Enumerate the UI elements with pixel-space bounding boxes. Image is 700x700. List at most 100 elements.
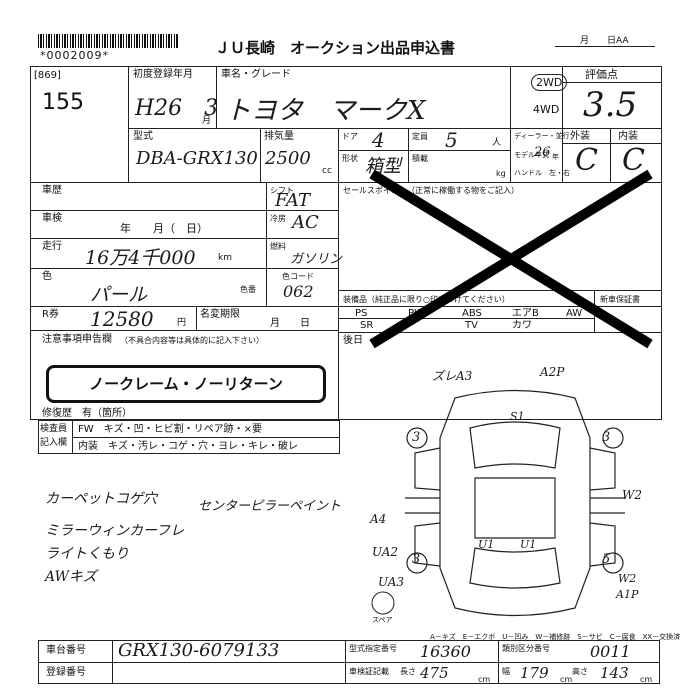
repair-label: 修復歴 有（箇所） <box>42 408 132 419</box>
interior-label: 内装 <box>618 131 638 142</box>
notes-sublabel: （不具合内容等は具体的に記入下さい） <box>120 336 264 345</box>
lot-number: 155 <box>42 90 84 115</box>
equip-abs: ABS <box>462 308 482 319</box>
displacement-unit: cc <box>322 166 332 176</box>
inspector-label-2: 記入欄 <box>40 438 68 448</box>
equip-airbag: エアB <box>512 308 539 319</box>
shift-value: FAT <box>275 190 310 211</box>
no-claim-stamp: ノークレーム・ノーリターン <box>46 365 326 403</box>
mark-u1-a: U1 <box>478 538 495 551</box>
length-unit: cm <box>478 675 491 684</box>
dealer-label: ディーラー・並行 <box>514 132 570 140</box>
mark-s1: S1 <box>510 410 525 423</box>
ac-label: 冷房 <box>270 214 286 223</box>
remark-line-3: ライトくもり <box>45 546 129 562</box>
mark-w2-right: W2 <box>622 488 642 502</box>
mark-a4: A4 <box>370 512 387 526</box>
inspector-row-2: 内装 キズ・汚レ・コゲ・穴・ヨレ・キレ・破レ <box>78 441 298 452</box>
spare-label: スペア <box>372 616 393 624</box>
reg-label: 登録番号 <box>46 667 86 678</box>
r-ticket-value: 12580 <box>90 307 154 331</box>
equip-leather: カワ <box>512 320 532 331</box>
displacement-label: 排気量 <box>264 131 294 142</box>
fuel-label: 燃料 <box>270 242 286 251</box>
model-year-value: 26 <box>534 145 551 160</box>
capacity-unit: 人 <box>492 138 502 148</box>
height-value: 143 <box>600 664 629 682</box>
grade-label: 評価点 <box>585 68 618 81</box>
capacity-value: 5 <box>445 128 458 152</box>
car-diagram <box>405 389 625 617</box>
model-year-unit: 年 <box>552 153 559 161</box>
chassis-label: 車台番号 <box>46 645 86 656</box>
mark-3-fr: 3 <box>602 430 611 445</box>
remark-line-2: ミラーウィンカーフレ <box>45 523 185 539</box>
r-ticket-label: R券 <box>42 309 59 320</box>
equip-aw: AW <box>566 308 583 319</box>
type-cert-label: 型式指定番号 <box>349 644 397 653</box>
mark-5-rr: 5 <box>602 552 611 567</box>
displacement-value: 2500 <box>265 148 311 169</box>
form-code: [869] <box>34 70 61 81</box>
remark-right: センターピラーペイント <box>198 499 342 514</box>
ac-value: AC <box>292 212 319 233</box>
inspector-label-1: 検査員 <box>40 424 68 434</box>
notes-label: 注意事項申告欄 <box>42 334 112 345</box>
mileage-unit: km <box>218 253 232 263</box>
color-number-label: 色番 <box>240 285 256 294</box>
rear-seat-label: 後日 <box>343 335 363 346</box>
mark-3-rl: 3 <box>412 552 421 567</box>
remark-line-4: AWキズ <box>45 569 97 585</box>
barcode <box>38 34 178 48</box>
exterior-grade: C <box>575 143 598 178</box>
width-label: 幅 <box>502 667 510 676</box>
main-frame <box>30 66 662 420</box>
mark-ua3: UA3 <box>378 575 405 589</box>
width-unit: cm <box>560 675 573 684</box>
inspector-row-1: FW キズ・凹・ヒビ割・リペア跡・×要 <box>78 424 263 435</box>
cert-label: 車検証記載 <box>349 667 389 676</box>
height-label: 高さ <box>572 667 588 676</box>
handle-label: ハンドル 左・右 <box>514 169 570 177</box>
fuel-value: ガソリン <box>290 252 343 267</box>
drive-4wd: 4WD <box>533 103 560 116</box>
capacity-label: 定員 <box>412 132 428 141</box>
month-suffix: 月 <box>202 116 212 126</box>
model-label: 型式 <box>133 131 153 142</box>
model-year-label: モデル年式 <box>514 151 549 159</box>
name-change-label: 名変期限 <box>200 309 240 320</box>
model-value: DBA-GRX130 <box>136 148 258 169</box>
interior-grade: C <box>622 143 645 178</box>
inspection-value: 年 月（ 日） <box>120 222 208 235</box>
color-label: 色 <box>42 271 52 282</box>
doors-label: ドア <box>342 132 358 141</box>
exterior-label: 外装 <box>570 131 590 142</box>
first-reg-value: H26 3 <box>135 96 219 121</box>
chassis-value: GRX130-6079133 <box>118 640 280 661</box>
history-label: 車歴 <box>42 185 62 196</box>
cross-mark <box>369 169 653 349</box>
first-reg-label: 初度登録年月 <box>133 69 193 80</box>
equipment-label: 装備品（純正品に限り○印をつけてください） <box>343 295 510 304</box>
color-value: パール <box>90 284 148 306</box>
width-value: 179 <box>520 664 549 682</box>
mileage-label: 走行 <box>42 241 62 252</box>
grade-score: 3.5 <box>583 85 638 125</box>
class-value: 0011 <box>590 642 631 661</box>
spare-tire <box>371 591 395 615</box>
remark-line-1: カーペットコゲ穴 <box>45 491 157 507</box>
mark-a2p: A2P <box>540 365 565 379</box>
mark-a3-top: ズレA3 <box>432 369 473 383</box>
car-name-label: 車名・グレード <box>221 69 291 80</box>
date-label: 月 日AA <box>580 36 629 46</box>
car-name-value: トヨタ マークX <box>225 96 426 126</box>
equip-ps: PS <box>355 308 368 319</box>
mark-ua2: UA2 <box>372 545 399 559</box>
barcode-number: *0002009* <box>40 49 109 62</box>
height-unit: cm <box>640 675 653 684</box>
mark-u1-b: U1 <box>520 538 537 551</box>
mark-a1p: A1P <box>616 588 639 601</box>
new-car-warranty-label: 新車保証書 <box>600 295 640 304</box>
damage-legend: A－キズ E－エクボ U－凹み W－補修跡 S－サビ C－腐食 XX－交換済 <box>430 633 681 641</box>
name-change-value: 月 日 <box>270 318 310 329</box>
